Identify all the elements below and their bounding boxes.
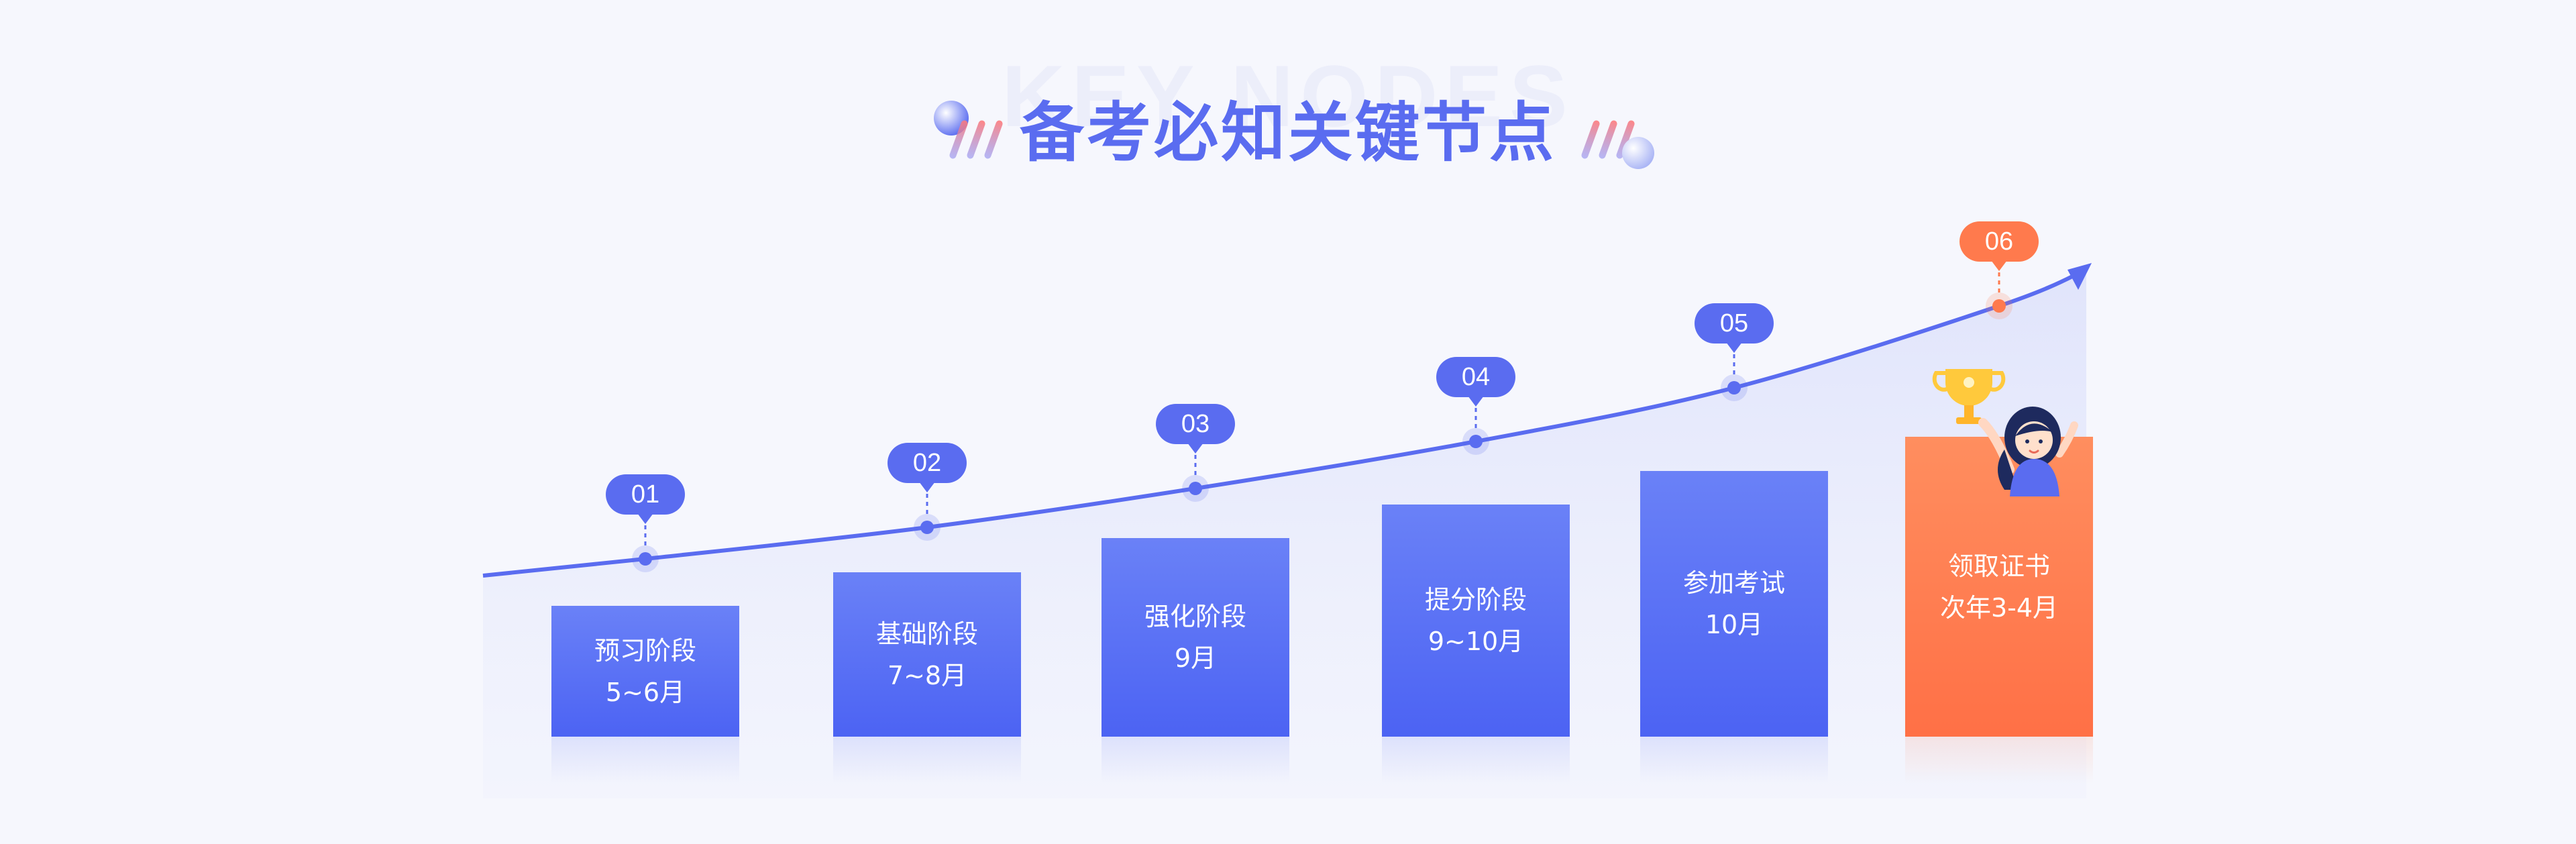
stage-bar: 提分阶段 9~10月 bbox=[1382, 505, 1570, 784]
trophy-icon bbox=[1932, 369, 2006, 424]
curve-arrow-icon bbox=[2068, 263, 2092, 290]
bar-reflection bbox=[1640, 737, 1828, 784]
page-title: 备考必知关键节点 bbox=[1020, 95, 1556, 170]
node-marker-dot bbox=[1727, 381, 1741, 394]
node-marker-dot bbox=[1189, 482, 1202, 495]
node-number-badge: 03 bbox=[1156, 404, 1235, 454]
stage-label: 强化阶段 bbox=[1144, 602, 1246, 631]
node-number-badge: 05 bbox=[1695, 303, 1774, 353]
node-number-badge: 06 bbox=[1960, 221, 2039, 271]
stage-period: 5~6月 bbox=[605, 677, 686, 707]
stage-period: 7~8月 bbox=[887, 660, 967, 690]
trophy-girl-illustration bbox=[1932, 369, 2078, 496]
bar-reflection bbox=[1102, 737, 1289, 784]
header: KEY NODES 备考必知关键节点 bbox=[0, 0, 2576, 201]
stage-bar: 强化阶段 9月 bbox=[1102, 538, 1289, 784]
stage-period: 9月 bbox=[1174, 643, 1217, 673]
node-number-badge: 02 bbox=[888, 443, 967, 492]
stage-bar: 参加考试 10月 bbox=[1640, 471, 1828, 784]
bar-reflection bbox=[1382, 737, 1570, 784]
stage-bar: 基础阶段 7~8月 bbox=[833, 572, 1021, 784]
curve-line bbox=[482, 268, 2088, 578]
node-marker-dot bbox=[920, 521, 934, 534]
slash-decoration-right-icon bbox=[1581, 120, 1654, 169]
node-marker-dot bbox=[639, 552, 652, 566]
stage-label: 参加考试 bbox=[1682, 568, 1785, 598]
slash-decoration-left-icon bbox=[934, 101, 1003, 159]
stage-label: 基础阶段 bbox=[875, 619, 978, 649]
stage-period: 10月 bbox=[1705, 610, 1764, 639]
stage-label: 预习阶段 bbox=[594, 635, 696, 666]
stage-bar: 预习阶段 5~6月 bbox=[551, 606, 739, 784]
node-number-badge: 01 bbox=[606, 474, 685, 524]
bar-reflection bbox=[833, 737, 1021, 784]
stage-label: 提分阶段 bbox=[1424, 585, 1527, 615]
stage-period: 次年3-4月 bbox=[1939, 592, 2059, 623]
stage-label: 领取证书 bbox=[1947, 551, 2050, 581]
bar-reflection bbox=[1905, 737, 2093, 784]
node-marker-dot bbox=[1469, 435, 1483, 448]
watermark-text: KEY NODES bbox=[1002, 47, 1574, 145]
stage-period: 9~10月 bbox=[1428, 627, 1524, 656]
node-number-badge: 04 bbox=[1436, 357, 1515, 407]
bar-reflection bbox=[551, 737, 739, 784]
stage-bar: 领取证书次年3-4月 bbox=[1905, 437, 2093, 784]
node-marker-dot bbox=[1992, 299, 2006, 313]
